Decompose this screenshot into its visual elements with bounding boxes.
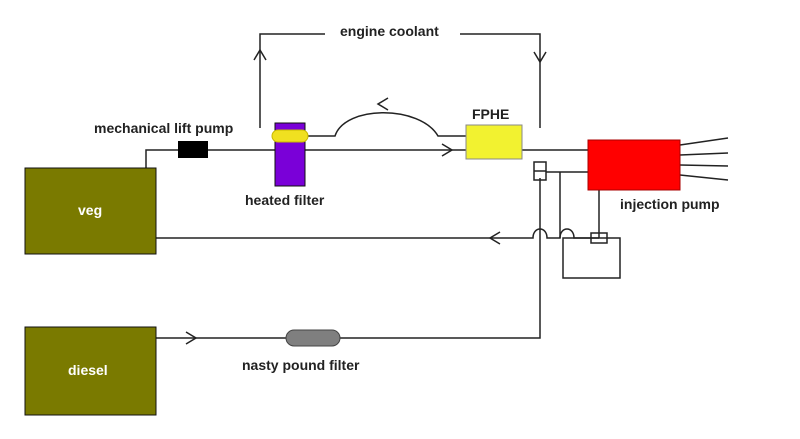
heated-filter-band [271,129,309,143]
diesel-supply-arrow [185,331,198,345]
diesel-tank [24,326,157,416]
mechanical-lift-pump-label: mechanical lift pump [94,120,234,136]
pound-filter [285,329,341,347]
veg-supply-line [145,149,588,168]
nasty-pound-filter-label: nasty pound filter [242,357,360,373]
engine-coolant-label: engine coolant [340,23,439,39]
coolant-arrow-up [253,48,267,61]
return-manifold-valve [590,232,608,244]
coolant-arc-line [305,112,466,137]
veg-return-arrow [488,231,501,245]
mechanical-lift-pump [178,141,208,158]
return-manifold-box [562,237,621,279]
fphe-label: FPHE [472,106,510,122]
heated-filter-label: heated filter [245,192,325,208]
injector-lines [679,137,729,181]
coolant-arrow-down [533,51,547,64]
diesel-supply-line [156,178,541,339]
diesel-label: diesel [68,362,108,378]
veg-return-line [156,228,599,239]
veg-tank [24,167,157,255]
fphe-box [465,124,523,160]
coolant-arc-arrow [376,97,389,111]
injection-pump-label: injection pump [620,196,720,212]
veg-label: veg [78,202,103,218]
injection-pump [587,139,681,191]
coolant-loop-line [259,33,541,128]
veg-supply-arrow [441,143,454,157]
